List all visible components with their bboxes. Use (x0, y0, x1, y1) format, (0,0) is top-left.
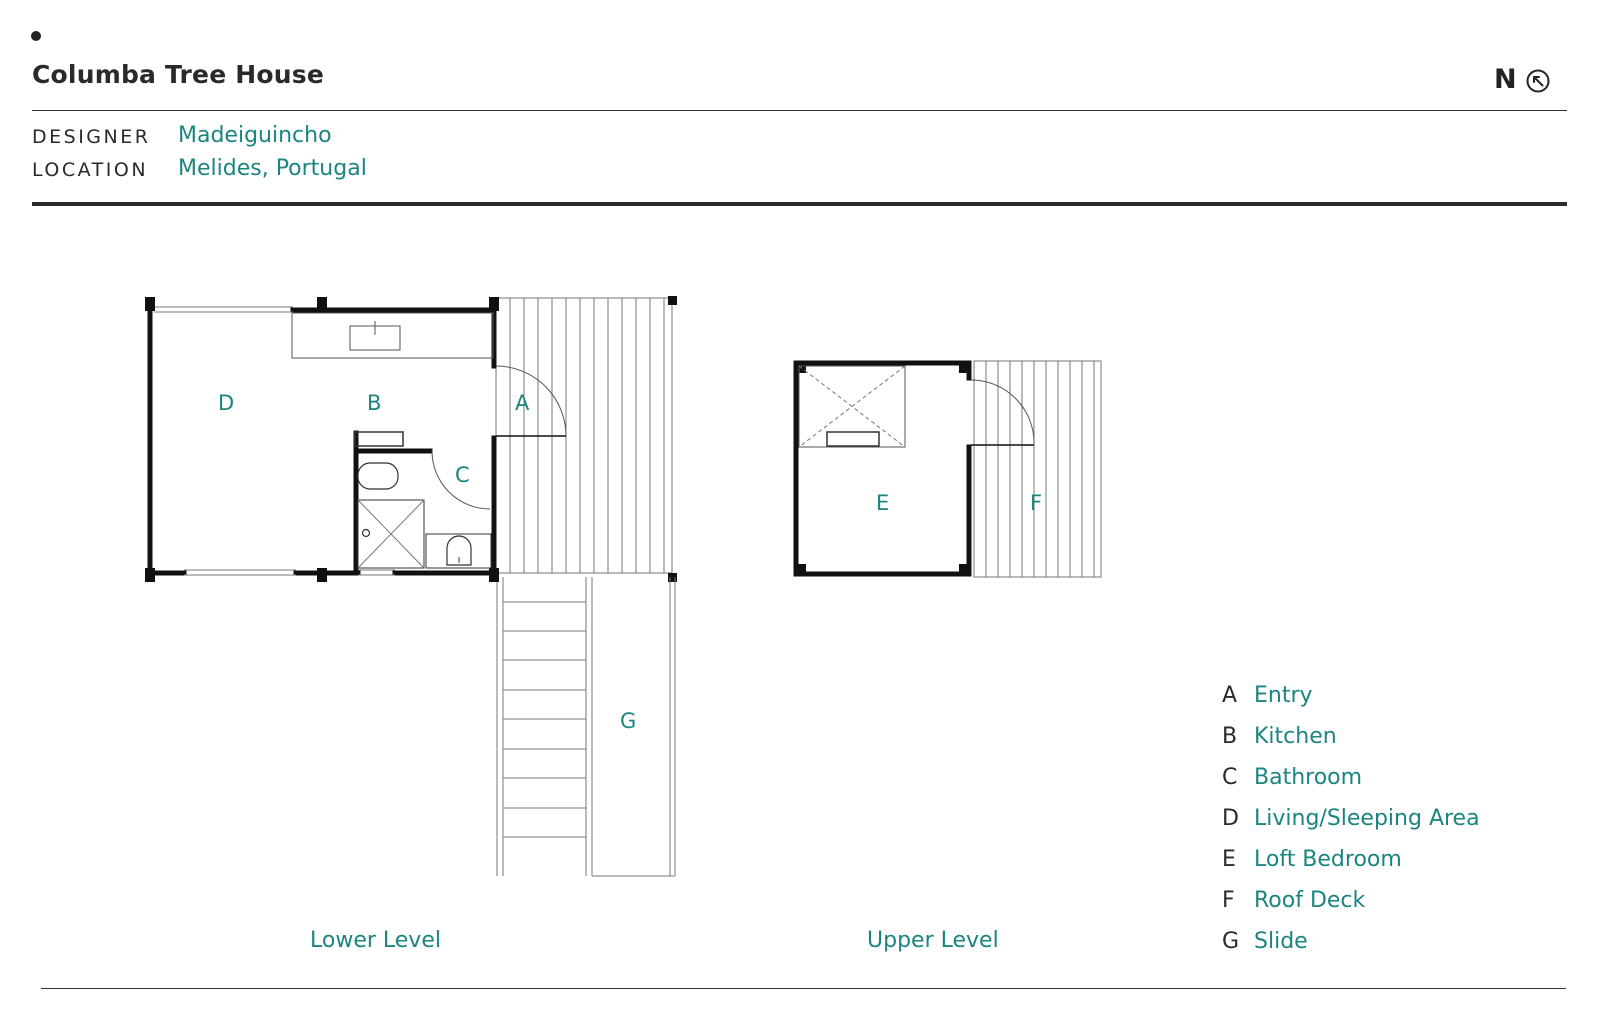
designer-key: DESIGNER (32, 126, 151, 148)
legend-letter: D (1222, 806, 1239, 831)
legend-name: Entry (1254, 683, 1313, 708)
designer-value: Madeiguincho (178, 123, 332, 148)
legend-letter: F (1222, 888, 1235, 913)
room-label-e: E (876, 491, 889, 515)
room-label-a: A (515, 391, 530, 415)
page-title: Columba Tree House (32, 60, 324, 89)
legend-name: Roof Deck (1254, 888, 1366, 913)
footer-divider (41, 988, 1566, 989)
legend-letter: C (1222, 765, 1238, 790)
north-arrow-icon (1526, 69, 1550, 93)
legend-letter: G (1222, 929, 1240, 954)
upper-level-caption: Upper Level (867, 928, 999, 953)
legend-letter: E (1222, 847, 1236, 872)
legend-name: Bathroom (1254, 765, 1363, 790)
legend-item: D Living/Sleeping Area (1222, 806, 1480, 836)
legend-item: C Bathroom (1222, 765, 1362, 795)
location-value: Melides, Portugal (178, 156, 367, 181)
room-label-c: C (455, 463, 470, 487)
legend-name: Kitchen (1254, 724, 1337, 749)
legend-item: B Kitchen (1222, 724, 1337, 754)
legend-item: E Loft Bedroom (1222, 847, 1402, 877)
room-label-d: D (218, 391, 234, 415)
north-label: N (1494, 64, 1517, 95)
legend-letter: B (1222, 724, 1238, 749)
meta-divider (32, 202, 1567, 206)
upper-level-plan (793, 360, 1102, 578)
legend-item: F Roof Deck (1222, 888, 1365, 918)
room-label-f: F (1030, 491, 1042, 515)
legend-name: Slide (1254, 929, 1308, 954)
legend-letter: A (1222, 683, 1238, 708)
legend-item: A Entry (1222, 683, 1313, 713)
location-key: LOCATION (32, 159, 149, 181)
legend-name: Loft Bedroom (1254, 847, 1402, 872)
bullet-dot (31, 31, 41, 41)
legend-name: Living/Sleeping Area (1254, 806, 1480, 831)
room-label-b: B (367, 391, 381, 415)
legend-item: G Slide (1222, 929, 1308, 959)
lower-level-plan (145, 296, 677, 877)
header-divider (32, 110, 1567, 111)
room-label-g: G (620, 709, 636, 733)
lower-level-caption: Lower Level (310, 928, 441, 953)
